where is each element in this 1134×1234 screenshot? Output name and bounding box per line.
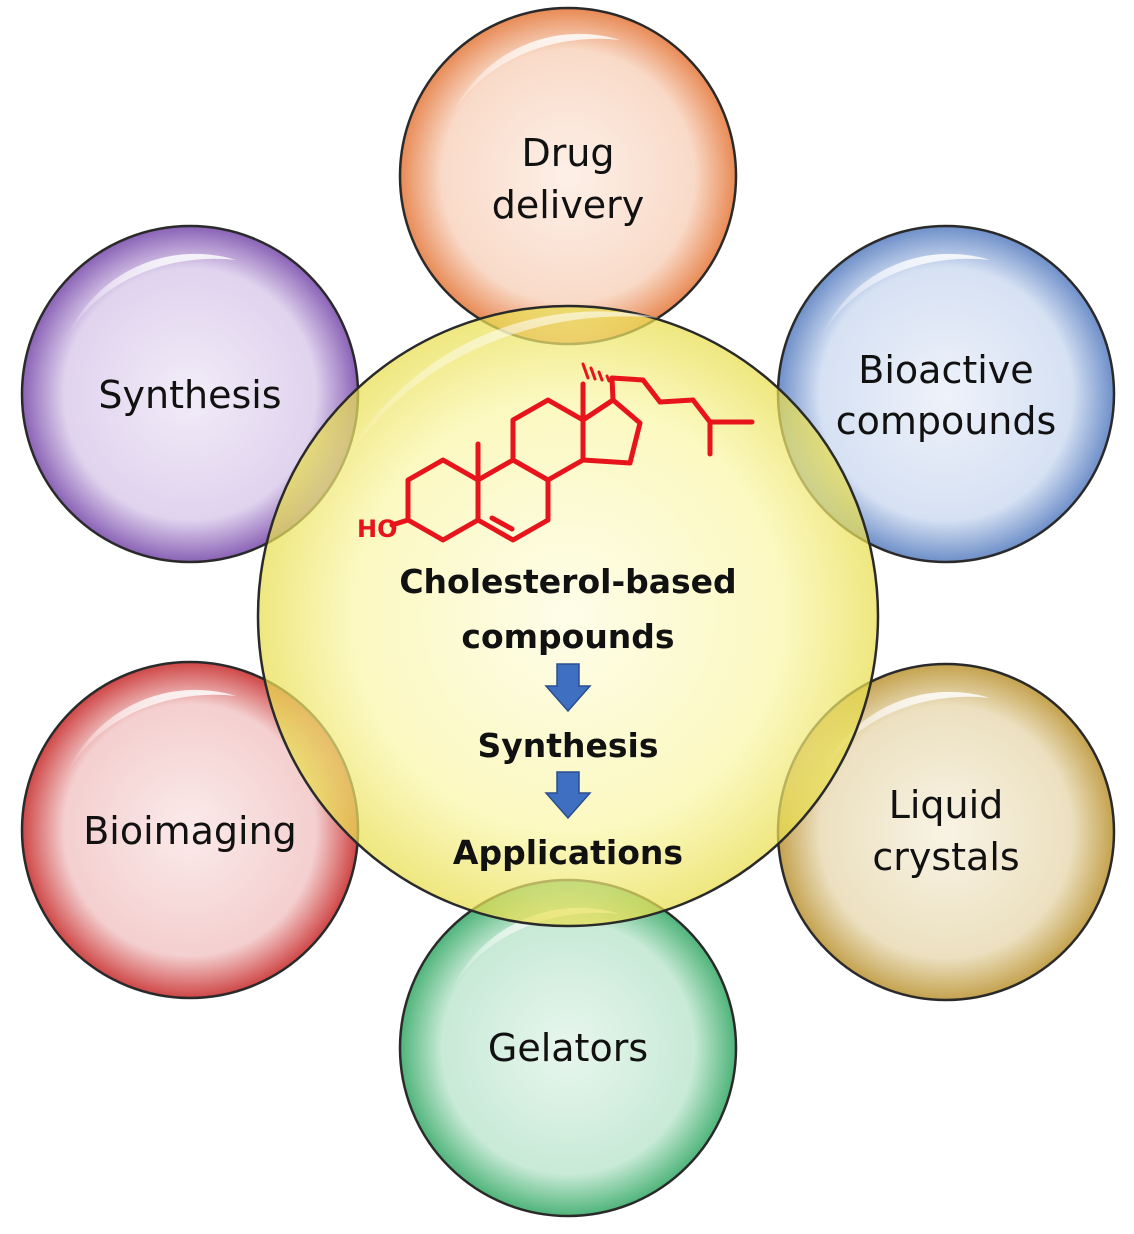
hydroxyl-label: HO xyxy=(357,515,398,543)
center-title-line2: compounds xyxy=(461,617,674,656)
center-step-synthesis: Synthesis xyxy=(477,726,658,765)
node-gelators: Gelators xyxy=(398,878,738,1218)
bioactive-label-line2: compounds xyxy=(836,399,1057,443)
bioimaging-label: Bioimaging xyxy=(83,809,297,853)
drug-delivery-label-line1: Drug xyxy=(521,131,614,175)
hashed-wedge xyxy=(581,362,611,383)
drug-delivery-label-line2: delivery xyxy=(492,183,645,227)
cholesterol-structure xyxy=(389,375,755,543)
center-step-applications: Applications xyxy=(453,833,683,872)
down-arrow-icon xyxy=(544,771,592,820)
bioactive-label-line1: Bioactive xyxy=(858,348,1033,392)
node-bioimaging: Bioimaging xyxy=(20,660,360,1000)
down-arrow-icon xyxy=(544,663,592,713)
center-title-line1: Cholesterol-based xyxy=(399,562,736,601)
liquid-crystals-label-line1: Liquid xyxy=(889,783,1004,827)
node-drug-delivery: Drug delivery xyxy=(398,6,738,346)
liquid-crystals-label-line2: crystals xyxy=(872,835,1019,879)
node-bioactive-compounds: Bioactive compounds xyxy=(776,224,1116,564)
center-circle xyxy=(256,304,880,928)
gelators-label: Gelators xyxy=(488,1026,648,1070)
synthesis-node-label: Synthesis xyxy=(98,373,281,417)
